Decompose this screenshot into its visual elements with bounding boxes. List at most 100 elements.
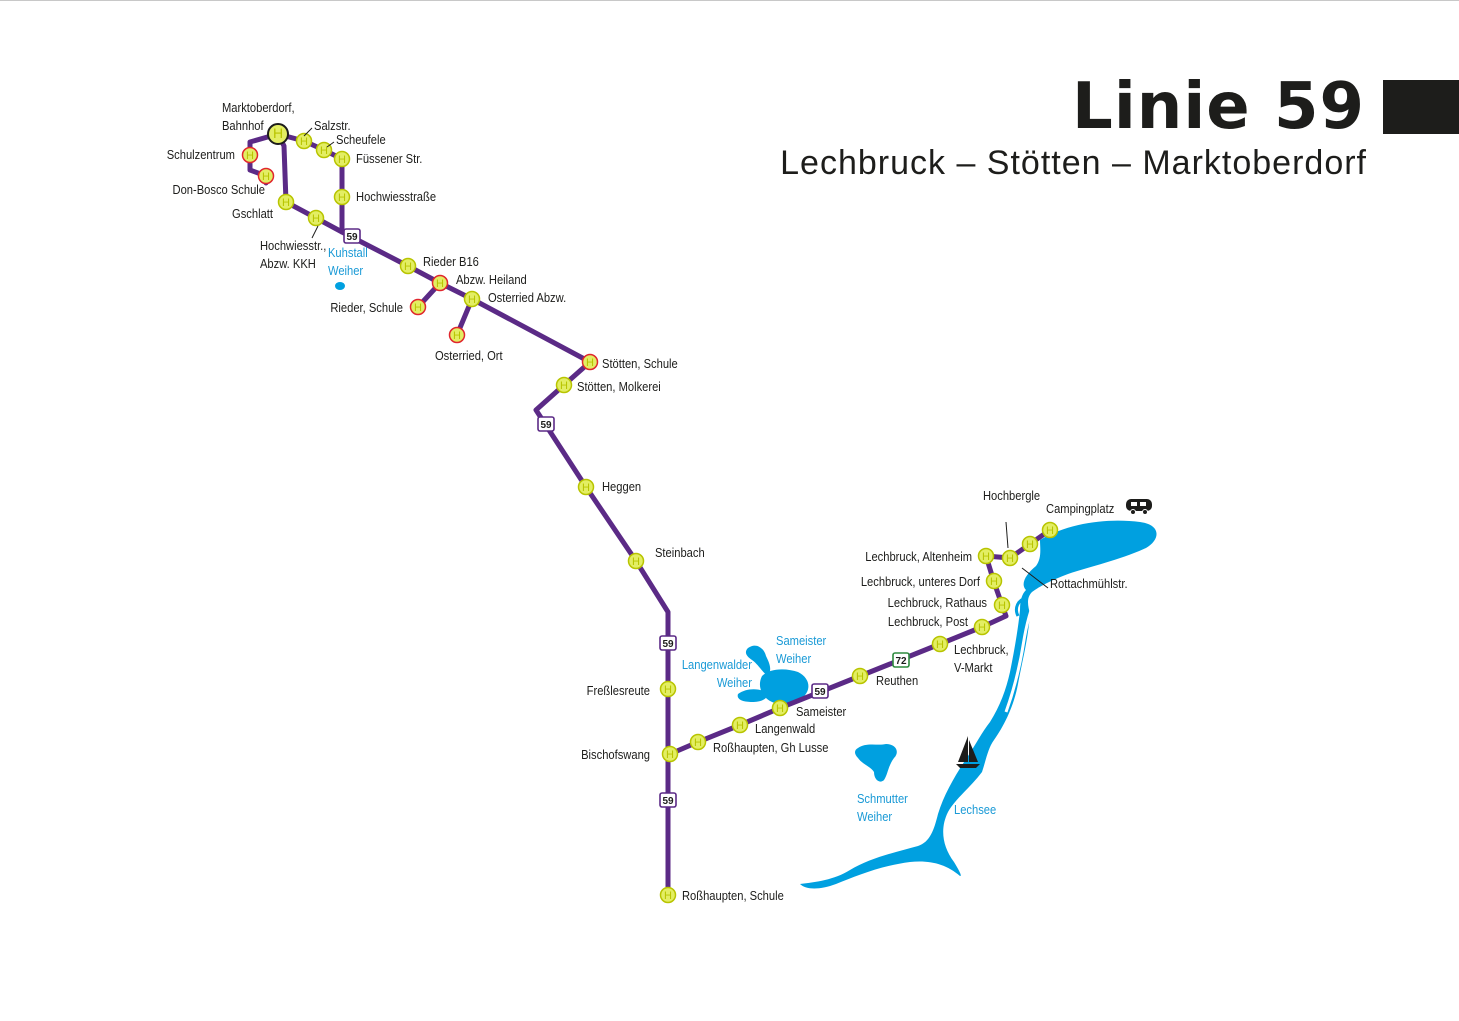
route-lines <box>247 131 1053 898</box>
stop-symbol: H <box>560 380 568 392</box>
stop-label-rieder-schule: Rieder, Schule <box>330 300 403 315</box>
stop-label-scheufele: Scheufele <box>336 132 386 147</box>
lechsee-lake <box>800 520 1157 889</box>
stop-marker <box>851 667 869 685</box>
stop-symbol: H <box>300 136 308 148</box>
stop-symbol: H <box>936 639 944 651</box>
stop-label-campingplatz: Campingplatz <box>1046 501 1114 516</box>
stop-label-stoetten-schule: Stötten, Schule <box>602 356 678 371</box>
stop-label-hochwiesstr-abzw-kkh: Hochwiesstr.,Abzw. KKH <box>260 238 326 271</box>
stop-label-reuthen: Reuthen <box>876 673 918 688</box>
stop-heggen: H <box>577 478 595 496</box>
stop-label-fuessener-str: Füssener Str. <box>356 151 422 166</box>
stop-symbol: H <box>320 145 328 157</box>
stop-symbol: H <box>1006 553 1014 565</box>
water-label-lechsee: Lechsee <box>954 802 996 817</box>
road-shield-59: 59 <box>659 635 677 651</box>
road-shield-72: 72 <box>892 652 910 668</box>
stop-marker <box>431 274 449 292</box>
stop-hochbergle: H <box>1001 549 1019 567</box>
stop-marker <box>659 680 677 698</box>
stop-marker <box>581 353 599 371</box>
stop-lechbruck-v-markt: H <box>931 635 949 653</box>
stop-symbol: H <box>666 749 674 761</box>
title-block <box>1383 80 1459 134</box>
stop-symbol: H <box>856 671 864 683</box>
stop-symbol: H <box>246 150 254 162</box>
kuhstall-weiher-lake <box>335 282 345 290</box>
stop-label-heggen: Heggen <box>602 479 641 494</box>
stop-symbol: H <box>664 890 672 902</box>
top-border <box>0 0 1459 1</box>
stop-marker <box>399 257 417 275</box>
stop-osterried-abzw: H <box>463 290 481 308</box>
stop-reuthen: H <box>851 667 869 685</box>
stop-scheufele: H <box>315 141 333 159</box>
road-shield-number: 59 <box>814 687 826 698</box>
road-shield-number: 72 <box>895 656 907 667</box>
water-bodies <box>335 282 1157 889</box>
stop-label-langenwald: Langenwald <box>755 721 815 736</box>
stop-label-don-bosco-schule: Don-Bosco Schule <box>173 182 266 197</box>
stop-marker <box>985 572 1003 590</box>
stop-marker <box>977 547 995 565</box>
stop-rosshaupten-gh-lusse: H <box>689 733 707 751</box>
road-shield-number: 59 <box>662 796 674 807</box>
stop-label-fresslesreute: Freßlesreute <box>587 683 651 698</box>
stop-marker <box>333 188 351 206</box>
stop-symbol: H <box>982 551 990 563</box>
stop-symbol: H <box>1026 539 1034 551</box>
stop-marker <box>307 209 325 227</box>
lech-river <box>1004 587 1042 713</box>
stop-hochwiesstr-abzw-kkh: H <box>307 209 325 227</box>
stop-symbol: H <box>990 576 998 588</box>
stop-label-abzw-heiland: Abzw. Heiland <box>456 272 527 287</box>
stop-marker <box>973 618 991 636</box>
sameister-weiher-lake <box>759 669 809 704</box>
langenwalder-weiher-lake <box>737 689 768 702</box>
stop-marker <box>1041 521 1059 539</box>
stop-symbol: H <box>436 278 444 290</box>
route-subtitle: Lechbruck – Stötten – Marktoberdorf <box>780 144 1367 182</box>
stop-label-lechbruck-v-markt: Lechbruck,V-Markt <box>954 642 1009 675</box>
stop-symbol: H <box>338 192 346 204</box>
sailboat-icon <box>956 736 980 768</box>
stop-marker <box>409 298 427 316</box>
route-trunk <box>339 229 671 898</box>
stop-label-salzstr: Salzstr. <box>314 118 351 133</box>
stop-marker <box>241 146 259 164</box>
stop-symbol: H <box>404 261 412 273</box>
road-shield-number: 59 <box>346 232 358 243</box>
road-shield-number: 59 <box>662 639 674 650</box>
stop-label-osterried-ort: Osterried, Ort <box>435 348 503 363</box>
stop-abzw-heiland: H <box>431 274 449 292</box>
stop-symbol: H <box>338 154 346 166</box>
stop-fuessener-str: H <box>333 150 351 168</box>
road-shield-59: 59 <box>659 792 677 808</box>
stop-marker <box>267 123 289 145</box>
stop-label-lechbruck-unteres-dorf: Lechbruck, unteres Dorf <box>861 574 981 589</box>
stop-symbol: H <box>998 600 1006 612</box>
stop-symbol: H <box>582 482 590 494</box>
stop-hochwiesstrasse: H <box>333 188 351 206</box>
stop-langenwald: H <box>731 716 749 734</box>
stop-marker <box>689 733 707 751</box>
stop-sameister: H <box>771 699 789 717</box>
stop-schulzentrum: H <box>241 146 259 164</box>
stop-label-gschlatt: Gschlatt <box>232 206 274 221</box>
stop-marker <box>771 699 789 717</box>
stop-label-rieder-b16: Rieder B16 <box>423 254 479 269</box>
stop-fresslesreute: H <box>659 680 677 698</box>
stop-marker <box>993 596 1011 614</box>
schmutter-weiher-lake <box>855 744 897 782</box>
stop-symbol: H <box>632 556 640 568</box>
stop-marker <box>333 150 351 168</box>
stop-label-steinbach: Steinbach <box>655 545 705 560</box>
road-shield-59: 59 <box>343 228 361 244</box>
stop-label-rosshaupten-gh-lusse: Roßhaupten, Gh Lusse <box>713 740 829 755</box>
stop-symbol: H <box>312 213 320 225</box>
